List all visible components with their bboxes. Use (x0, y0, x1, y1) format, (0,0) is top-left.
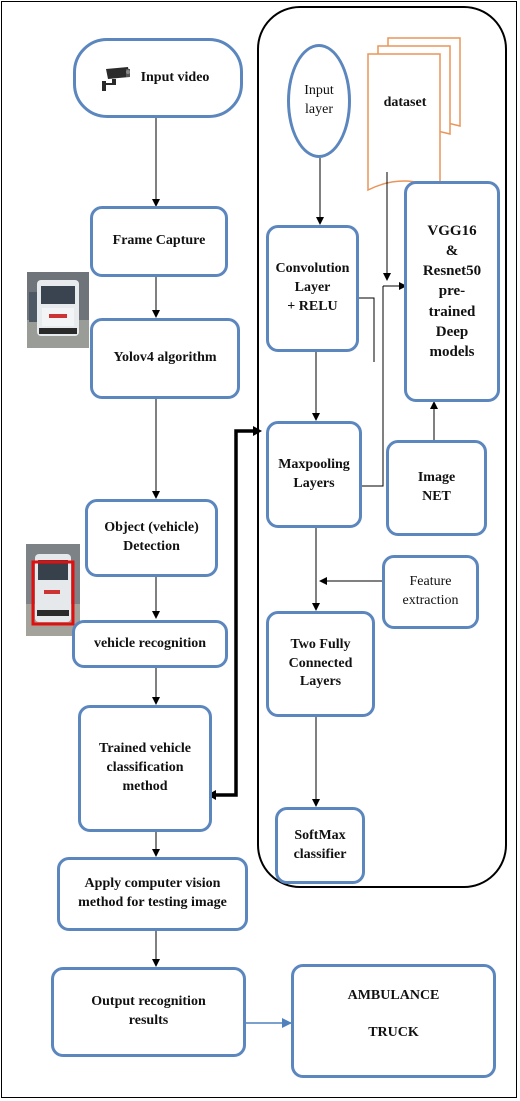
feature-extraction-node: Feature extraction (382, 555, 479, 629)
input-layer-label: Input layer (304, 83, 334, 117)
maxpooling-node: Maxpooling Layers (266, 421, 362, 528)
frame-capture-node: Frame Capture (90, 206, 228, 277)
link-trained-to-cnn (212, 429, 258, 797)
trained-classification-node: Trained vehicle classification method (78, 705, 212, 832)
class-truck-label: TRUCK (368, 1024, 419, 1040)
output-classes-node: AMBULANCE TRUCK (291, 964, 496, 1078)
input-video-label: Input video (140, 69, 210, 85)
imagenet-node: Image NET (386, 440, 487, 536)
pretrained-models-label: VGG16 & Resnet50 pre- trained Deep model… (422, 222, 482, 361)
cctv-camera-icon (96, 61, 132, 97)
cnn-container (257, 6, 507, 888)
maxpooling-label: Maxpooling Layers (278, 456, 350, 491)
dataset-document-stack (367, 37, 461, 192)
output-results-label: Output recognition results (91, 994, 206, 1028)
fully-connected-label: Two Fully Connected Layers (288, 636, 353, 690)
imagenet-label: Image NET (417, 470, 456, 504)
vehicle-recognition-node: vehicle recognition (72, 620, 228, 668)
input-layer-node: Input layer (287, 44, 351, 158)
vehicle-recognition-label: vehicle recognition (93, 635, 207, 651)
line-conv-to-pretrained (359, 297, 375, 362)
object-detection-label: Object (vehicle) Detection (104, 520, 199, 554)
feature-extraction-label: Feature extraction (402, 574, 459, 608)
vehicle-detection-photo (26, 544, 80, 636)
apply-cv-label: Apply computer vision method for testing… (78, 876, 227, 910)
trained-classification-label: Trained vehicle classification method (99, 741, 191, 794)
convolution-node: Convolution Layer + RELU (266, 225, 359, 352)
fully-connected-node: Two Fully Connected Layers (266, 611, 375, 717)
convolution-label: Convolution Layer + RELU (275, 261, 350, 314)
object-detection-node: Object (vehicle) Detection (85, 499, 218, 577)
pretrained-models-node: VGG16 & Resnet50 pre- trained Deep model… (404, 181, 500, 402)
dataset-label: dataset (383, 95, 427, 110)
softmax-label: SoftMax classifier (293, 827, 347, 862)
frame-capture-label: Frame Capture (112, 233, 206, 249)
class-ambulance-label: AMBULANCE (347, 988, 440, 1003)
input-video-node: Input video (73, 38, 243, 118)
yolov4-node: Yolov4 algorithm (90, 318, 240, 399)
output-results-node: Output recognition results (51, 967, 246, 1057)
yolov4-label: Yolov4 algorithm (113, 350, 217, 366)
vehicle-photo (27, 272, 89, 348)
apply-cv-node: Apply computer vision method for testing… (57, 857, 248, 931)
softmax-node: SoftMax classifier (275, 807, 365, 884)
line-maxpool-to-pretrained (362, 286, 384, 487)
